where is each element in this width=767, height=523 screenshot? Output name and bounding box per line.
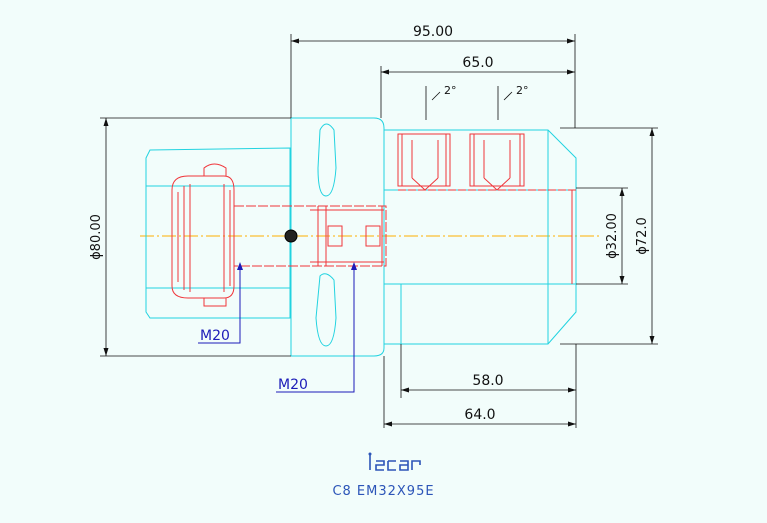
dim-body-length: 65.0 xyxy=(462,55,493,71)
dim-length-58: 58.0 xyxy=(472,373,503,389)
internal-detail xyxy=(171,133,576,307)
dim-length-64: 64.0 xyxy=(464,407,495,423)
pivot-hole xyxy=(284,229,298,243)
dim-angle-right: 2° xyxy=(516,84,529,97)
flange-slot-top xyxy=(317,123,337,197)
dim-diameter-bore: ϕ32.00 xyxy=(605,213,620,259)
flange-outline xyxy=(290,117,385,357)
collet-ring xyxy=(171,175,235,299)
body-outline xyxy=(384,129,577,345)
thread-insert-a xyxy=(327,225,343,247)
dim-diameter-body: ϕ72.0 xyxy=(635,217,650,255)
outline-geometry xyxy=(145,117,577,357)
shank-outline xyxy=(145,147,291,319)
clamp-screw-right xyxy=(469,133,525,191)
dim-angle-left: 2° xyxy=(444,84,457,97)
dim-overall-length: 95.00 xyxy=(413,24,453,40)
brand-logo xyxy=(366,452,426,474)
collet-top-nub xyxy=(203,163,227,176)
dim-diameter-flange: ϕ80.00 xyxy=(89,214,104,260)
part-number: C8 EM32X95E xyxy=(332,484,435,499)
collet-bottom-nub xyxy=(203,298,227,307)
arrowheads xyxy=(103,38,655,427)
thread-insert-b xyxy=(365,225,381,247)
dimension-lines xyxy=(100,34,658,428)
threaded-shaft xyxy=(233,205,387,267)
thread-callout-right: M20 xyxy=(278,377,308,393)
clamp-screw-left xyxy=(397,133,451,191)
thread-callout-left: M20 xyxy=(200,328,230,344)
flange-slot-bottom xyxy=(315,273,337,347)
thread-leaders xyxy=(198,268,355,393)
